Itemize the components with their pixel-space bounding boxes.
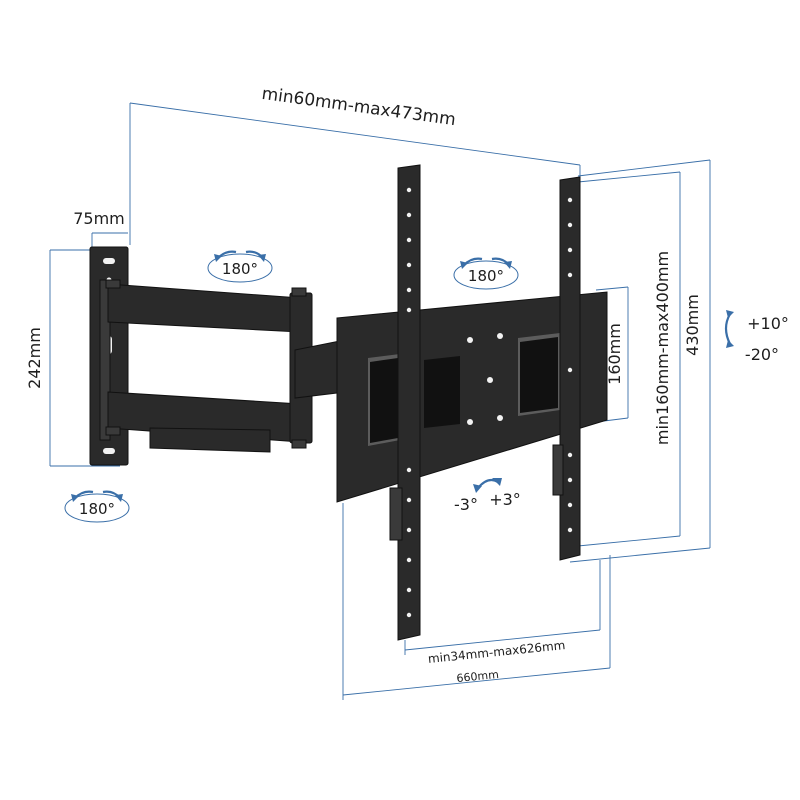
swivel-wall-badge: 180°	[64, 490, 130, 523]
bracket-height-label: 430mm	[683, 294, 702, 356]
wall-plate-height-label: 242mm	[25, 327, 44, 389]
spacing-range-label: min60mm-max473mm	[260, 84, 456, 130]
tilt-indicator: +10° -20°	[724, 310, 789, 364]
swivel-head-badge: 180°	[453, 257, 519, 290]
rotation-right-value: +3°	[489, 490, 521, 509]
tilt-down-value: -20°	[745, 345, 779, 364]
swivel-wall-value: 180°	[79, 500, 115, 518]
wall-plate-slot-top	[103, 258, 115, 264]
wall-plate-width-label: 75mm	[73, 209, 125, 228]
wall-plate-slot-bottom	[103, 448, 115, 454]
plate-height-label: 160mm	[605, 323, 624, 385]
vertical-rail-left	[389, 164, 421, 641]
tilt-up-value: +10°	[747, 314, 789, 333]
rotation-indicator: -3° +3°	[454, 478, 521, 514]
vesa-horizontal-label: min34mm-max626mm	[427, 638, 566, 666]
bracket-width-label: 660mm	[456, 668, 500, 685]
vertical-rail-right	[552, 176, 581, 561]
swivel-arm-value: 180°	[222, 260, 258, 278]
swivel-head-value: 180°	[468, 267, 504, 285]
dimension-lines	[49, 102, 711, 700]
vesa-vertical-label: min160mm-max400mm	[653, 251, 672, 445]
swing-arm	[99, 279, 346, 453]
swivel-arm-badge: 180°	[207, 250, 273, 283]
rotation-left-value: -3°	[454, 495, 478, 514]
